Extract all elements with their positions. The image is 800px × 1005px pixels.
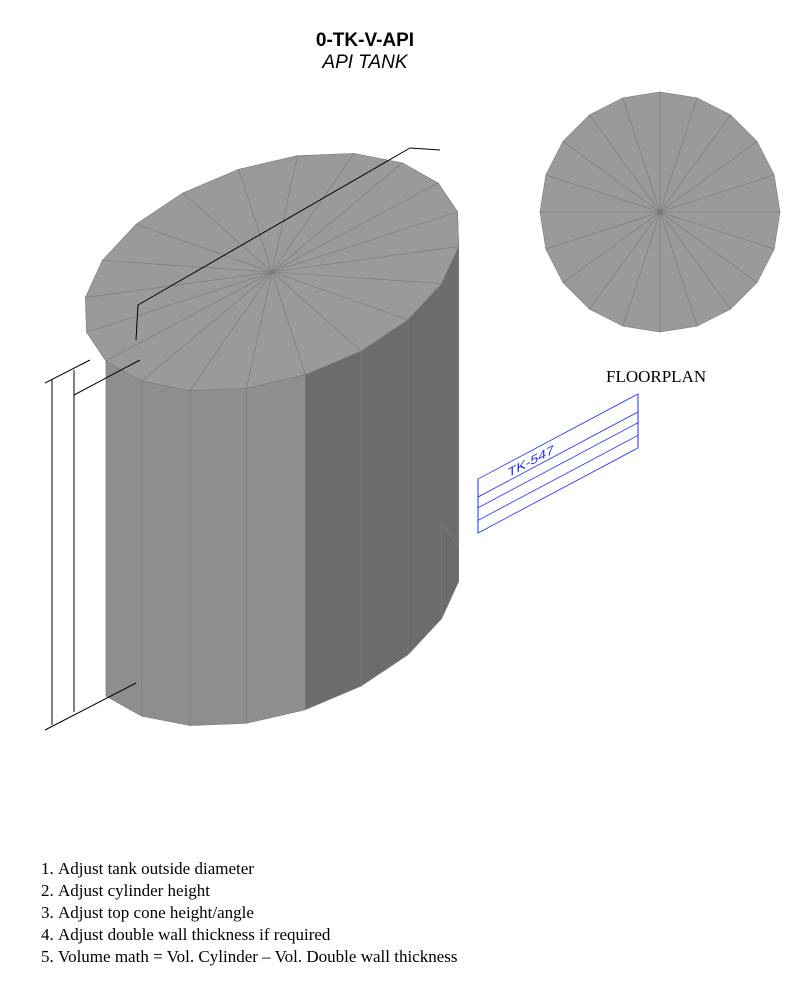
diameter-extension-line [135,304,139,341]
height-extension-line [73,359,141,396]
tank-side-face [305,350,362,711]
notes-list: Adjust tank outside diameter Adjust cyli… [28,858,457,968]
drawing-subtitle: API TANK [322,52,408,73]
note-item: Adjust top cone height/angle [58,902,457,924]
note-item: Adjust tank outside diameter [58,858,457,880]
tag-border [477,393,639,534]
tank-side-face [246,374,306,724]
note-item: Adjust cylinder height [58,880,457,902]
tag-id: TK-547 [508,442,554,480]
height-extension-line [44,682,137,731]
note-item: Volume math = Vol. Cylinder – Vol. Doubl… [58,946,457,968]
tank-side-face [141,380,191,726]
equipment-tag: TK-547 [477,393,639,534]
diameter-extension-line [409,147,441,151]
tank-top-segment [271,182,458,273]
tag-row-divider [478,434,638,521]
tank-side-face [407,282,442,656]
drawing-title: 0-TK-V-API [315,30,415,51]
diameter-dimension-line [137,147,411,306]
tag-row-divider [478,411,638,498]
tank-side-face [360,319,409,687]
note-item: Adjust double wall thickness if required [58,924,457,946]
tank-side-face [105,360,142,717]
tag-row-divider [478,422,638,509]
floorplan-label: FLOORPLAN [606,367,707,386]
floorplan-segment [659,174,781,213]
tank-side-face [189,387,247,726]
height-extension-line [44,359,91,384]
